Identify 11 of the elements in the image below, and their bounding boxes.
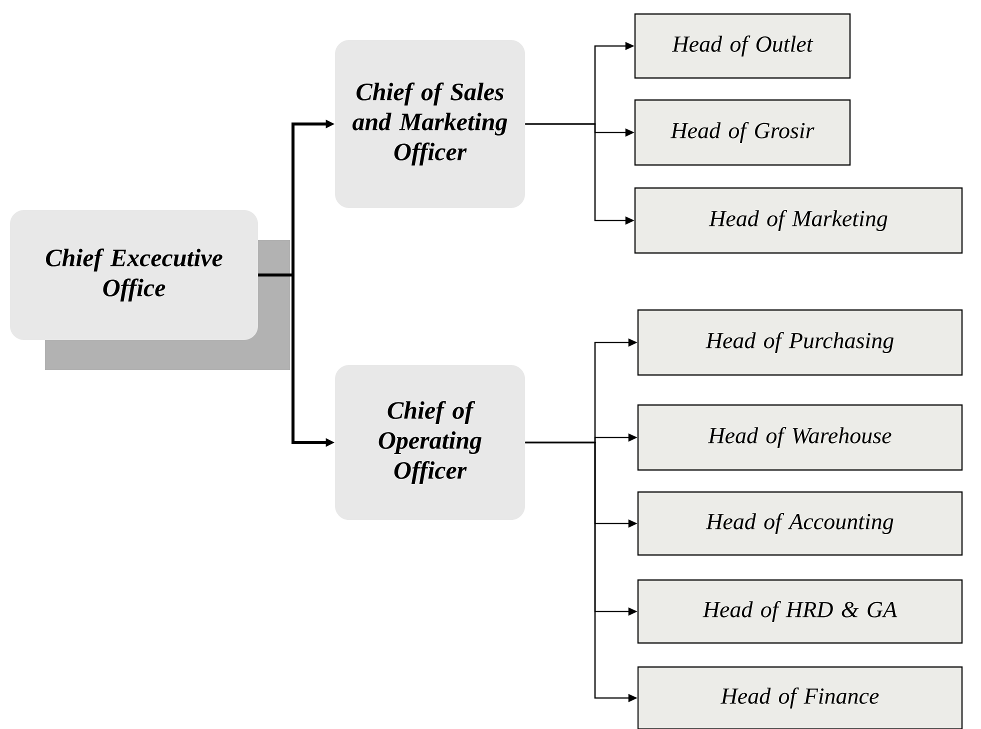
head-box: Head of Marketing bbox=[634, 187, 963, 254]
marble-box: Chief of Sales and Marketing Officer bbox=[335, 40, 525, 208]
head-box: Head of HRD & GA bbox=[637, 579, 963, 644]
head-box: Head of Warehouse bbox=[637, 404, 963, 471]
head-box: Head of Accounting bbox=[637, 491, 963, 556]
head-box: Head of Outlet bbox=[634, 13, 851, 79]
shadowed-marble-box: Chief Excecutive Office bbox=[10, 210, 290, 370]
marble-box: Chief of Operating Officer bbox=[335, 365, 525, 520]
head-box: Head of Purchasing bbox=[637, 309, 963, 376]
head-box: Head of Finance bbox=[637, 666, 963, 729]
head-box: Head of Grosir bbox=[634, 99, 851, 166]
